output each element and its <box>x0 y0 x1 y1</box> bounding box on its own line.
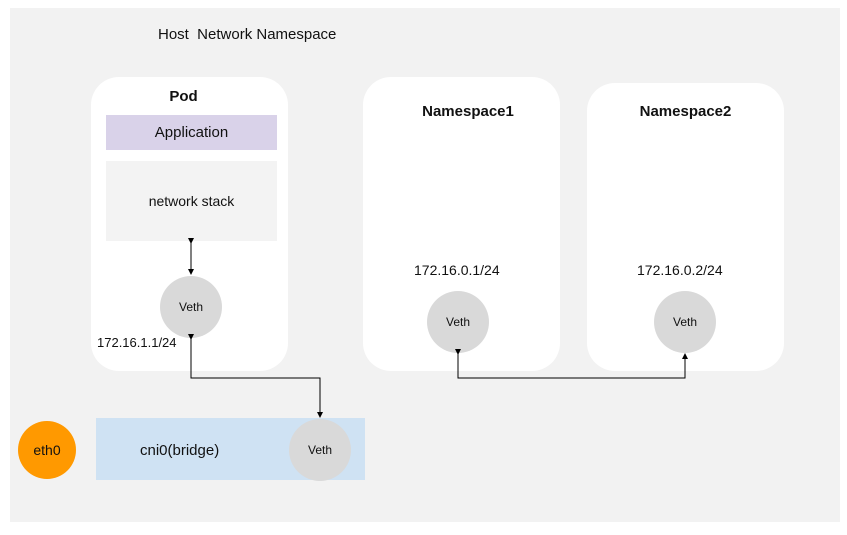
pod-title: Pod <box>169 88 198 105</box>
eth0-interface: eth0 <box>18 421 76 479</box>
namespace2-ip-label: 172.16.0.2/24 <box>637 262 723 278</box>
host-namespace-title: Host Network Namespace <box>158 26 337 43</box>
bridge-label: cni0(bridge) <box>140 442 220 459</box>
namespace2-veth-node: Veth <box>654 291 716 353</box>
bridge-veth-node: Veth <box>289 419 351 481</box>
pod-ip-label: 172.16.1.1/24 <box>97 335 177 350</box>
namespace1-veth-node: Veth <box>427 291 489 353</box>
namespace1-ip-label: 172.16.0.1/24 <box>414 262 500 278</box>
namespace2-title: Namespace2 <box>639 103 732 120</box>
namespace-veth-link <box>455 349 688 379</box>
pod-veth-node: Veth <box>160 276 222 338</box>
namespace1-title: Namespace1 <box>422 103 514 120</box>
application-box: Application <box>106 115 277 150</box>
pod-bridge-link <box>188 334 323 418</box>
network-stack-box: network stack <box>106 161 277 241</box>
